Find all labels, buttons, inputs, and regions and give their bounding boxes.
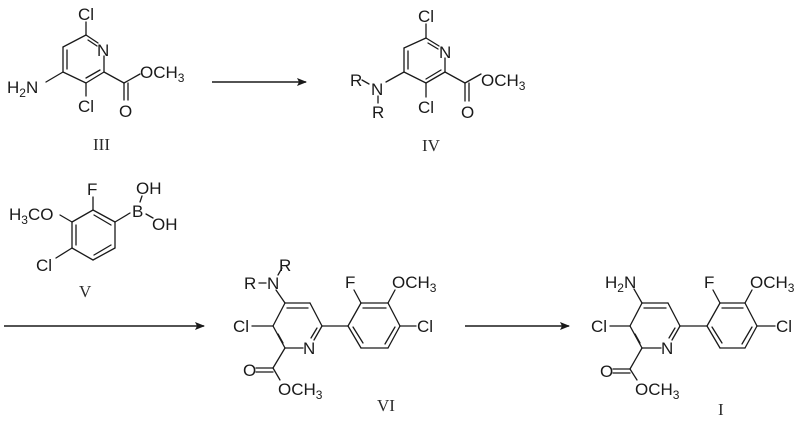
compound-iv: Cl N N R R Cl OCH3 O IV: [350, 7, 526, 155]
atom-f: F: [345, 273, 355, 292]
atom-cl: Cl: [591, 317, 607, 336]
atom-cl: Cl: [233, 317, 249, 336]
atom-amine: H2N: [7, 78, 38, 100]
atom-cl: Cl: [418, 7, 434, 26]
atom-ome: H3CO: [9, 205, 53, 227]
atom-r: R: [279, 256, 291, 275]
compound-label-iv: IV: [422, 136, 441, 155]
atom-oh: OH: [136, 179, 162, 198]
atom-ome: OCH3: [481, 71, 526, 93]
atom-cl: Cl: [418, 98, 434, 117]
atom-ome: OCH3: [140, 63, 185, 85]
atom-amine: H2N: [605, 273, 636, 295]
atom-r: R: [372, 103, 384, 122]
atom-ome: OCH3: [750, 273, 795, 295]
atom-f: F: [87, 180, 97, 199]
atom-n: N: [267, 274, 279, 293]
atom-n: N: [371, 80, 383, 99]
atom-n: N: [439, 43, 451, 62]
atom-n: N: [303, 339, 315, 358]
atom-cl: Cl: [78, 97, 94, 116]
atom-ome: OCH3: [635, 380, 680, 402]
compound-i: H2N Cl N O OCH3 F OCH3 Cl I: [591, 273, 795, 419]
compound-label-iii: III: [93, 135, 110, 154]
atom-b: B: [132, 202, 143, 221]
atom-cl: Cl: [36, 256, 52, 275]
atom-cl: Cl: [78, 5, 94, 24]
atom-n: N: [661, 339, 673, 358]
compound-label-v: V: [79, 282, 92, 301]
atom-ome: OCH3: [278, 380, 323, 402]
compound-v: F B OH OH H3CO Cl V: [9, 179, 178, 301]
atom-oh: OH: [152, 215, 178, 234]
atom-ome: OCH3: [392, 273, 437, 295]
atom-cl: Cl: [776, 317, 792, 336]
compound-label-vi: VI: [377, 396, 395, 415]
compound-label-i: I: [718, 400, 724, 419]
atom-f: F: [704, 273, 714, 292]
compound-vi: R R N Cl N O OCH3 F OCH3 Cl VI: [233, 256, 437, 415]
atom-o: O: [243, 361, 256, 380]
atom-r: R: [350, 71, 362, 90]
atom-o: O: [119, 102, 132, 121]
atom-r: R: [244, 274, 256, 293]
atom-n: N: [97, 41, 109, 60]
atom-o: O: [461, 103, 474, 122]
atom-o: O: [600, 362, 613, 381]
compound-iii: Cl N H2N Cl OCH3 O III: [7, 5, 185, 154]
atom-cl: Cl: [417, 317, 433, 336]
